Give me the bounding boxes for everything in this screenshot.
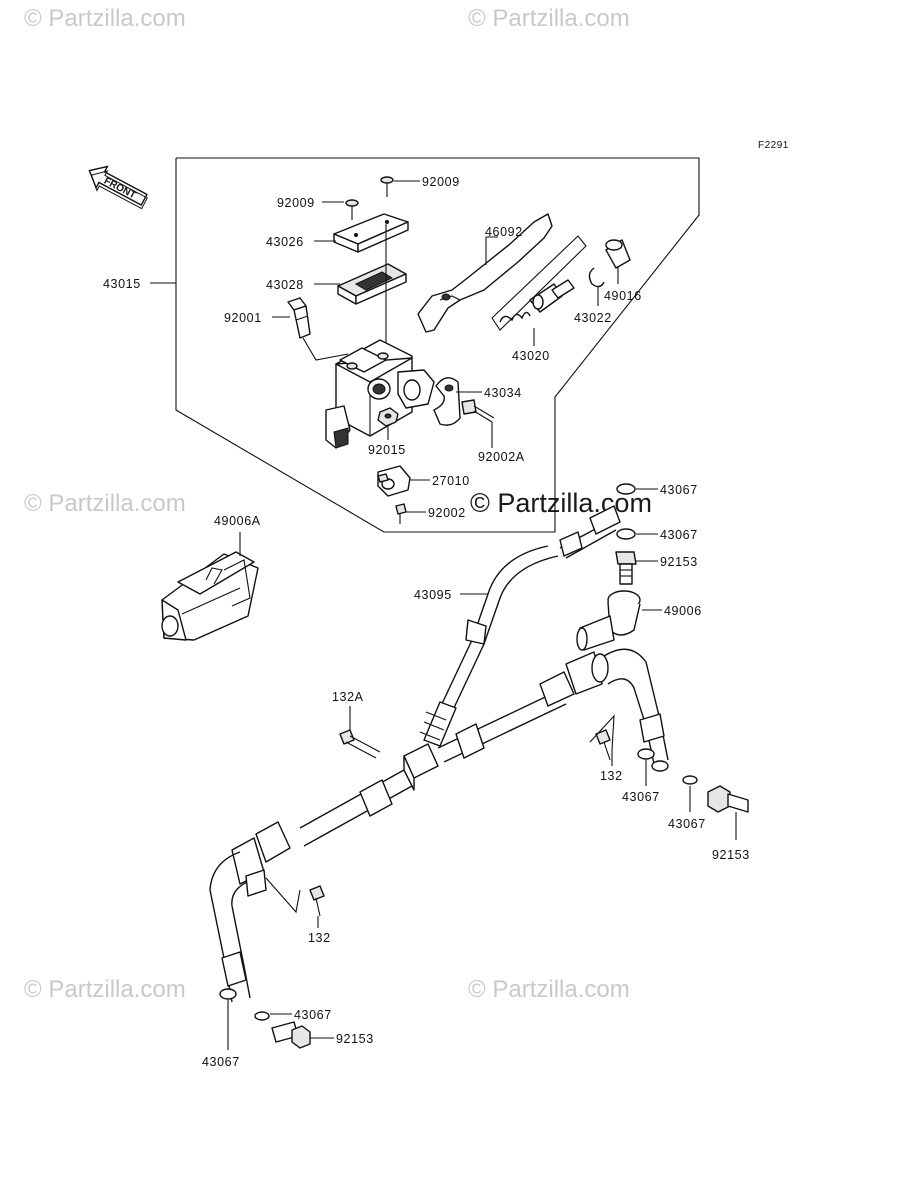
label-49006A: 49006A bbox=[214, 514, 261, 528]
label-43067-e: 43067 bbox=[202, 1055, 240, 1069]
bolt-132-lower bbox=[309, 885, 325, 917]
reservoir-cap bbox=[333, 213, 409, 253]
label-49016: 49016 bbox=[604, 289, 642, 303]
label-49006: 49006 bbox=[664, 604, 702, 618]
label-43067-d: 43067 bbox=[668, 817, 706, 831]
label-92153-a: 92153 bbox=[660, 555, 698, 569]
label-43034: 43034 bbox=[484, 386, 522, 400]
label-92002: 92002 bbox=[428, 506, 466, 520]
bolt-132-right bbox=[595, 729, 611, 761]
label-27010: 27010 bbox=[432, 474, 470, 488]
piston-kit-43020 bbox=[491, 235, 587, 331]
screw-92002 bbox=[395, 503, 407, 524]
washer-43067-f bbox=[254, 1011, 270, 1021]
label-132A: 132A bbox=[332, 690, 364, 704]
label-43067-f: 43067 bbox=[294, 1008, 332, 1022]
washer-43067-e bbox=[219, 988, 237, 1000]
banjo-bolt-92153-c bbox=[271, 1021, 311, 1049]
label-92153-c: 92153 bbox=[336, 1032, 374, 1046]
screw-92009-right bbox=[380, 176, 394, 197]
label-43067-a: 43067 bbox=[660, 483, 698, 497]
label-43026: 43026 bbox=[266, 235, 304, 249]
watermark-top-center: © Partzilla.com bbox=[468, 5, 630, 32]
watermark-top-left: © Partzilla.com bbox=[24, 5, 186, 32]
boot-49006 bbox=[576, 590, 641, 651]
label-92009-left: 92009 bbox=[277, 196, 315, 210]
label-43015: 43015 bbox=[103, 277, 141, 291]
figure-code: F2291 bbox=[758, 140, 789, 151]
banjo-bolt-92153-a bbox=[615, 551, 637, 585]
nut-92015 bbox=[377, 407, 399, 427]
washer-43067-c bbox=[637, 748, 655, 760]
label-92015: 92015 bbox=[368, 443, 406, 457]
label-46092: 46092 bbox=[485, 225, 523, 239]
brake-hose-43095 bbox=[419, 505, 621, 747]
label-92153-b: 92153 bbox=[712, 848, 750, 862]
clamp-43034 bbox=[433, 377, 461, 426]
reservoir-diaphragm bbox=[337, 263, 407, 305]
cover-49006A bbox=[161, 551, 259, 641]
label-43020: 43020 bbox=[512, 349, 550, 363]
circlip-43022 bbox=[588, 267, 605, 288]
lower-brake-hose bbox=[209, 648, 669, 1003]
screw-92009-left bbox=[345, 199, 359, 220]
bolt-132A bbox=[339, 729, 381, 759]
washer-43067-a bbox=[616, 483, 636, 495]
brake-lever-46092 bbox=[417, 213, 553, 333]
washer-43067-d bbox=[682, 775, 698, 785]
boot-49016 bbox=[605, 239, 631, 269]
label-92002A: 92002A bbox=[478, 450, 525, 464]
watermark-bottom-left: © Partzilla.com bbox=[24, 976, 186, 1003]
label-92001: 92001 bbox=[224, 311, 262, 325]
watermark-middle-left: © Partzilla.com bbox=[24, 490, 186, 517]
brake-switch-27010 bbox=[377, 465, 411, 497]
label-43028: 43028 bbox=[266, 278, 304, 292]
front-arrow-icon: FRONT bbox=[88, 165, 148, 210]
bolt-92002A bbox=[461, 399, 495, 423]
assembly-outline bbox=[175, 157, 700, 533]
label-132-lower: 132 bbox=[308, 931, 331, 945]
label-132-right: 132 bbox=[600, 769, 623, 783]
banjo-bolt-92153-b bbox=[707, 785, 749, 813]
label-43022: 43022 bbox=[574, 311, 612, 325]
bolt-92001 bbox=[287, 297, 311, 339]
watermark-bottom-center: © Partzilla.com bbox=[468, 976, 630, 1003]
master-cylinder-body bbox=[325, 339, 435, 449]
label-43095: 43095 bbox=[414, 588, 452, 602]
label-92009-right: 92009 bbox=[422, 175, 460, 189]
label-43067-c: 43067 bbox=[622, 790, 660, 804]
label-43067-b: 43067 bbox=[660, 528, 698, 542]
washer-43067-b bbox=[616, 528, 636, 540]
